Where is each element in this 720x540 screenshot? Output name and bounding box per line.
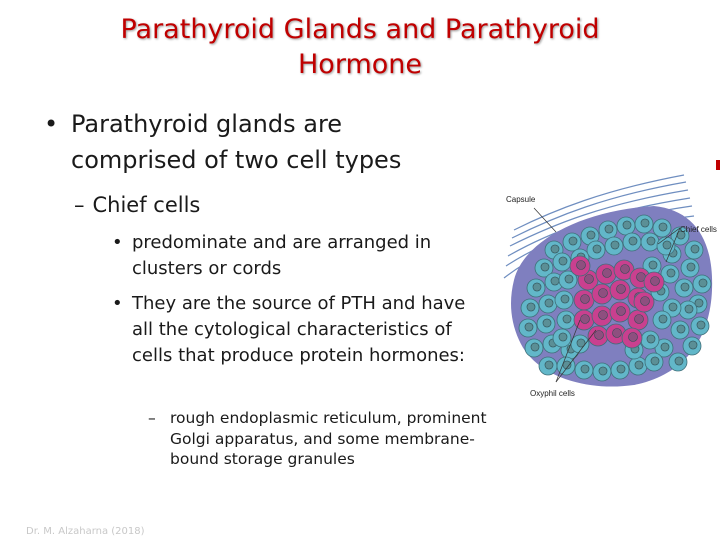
cell-nucleus [646,236,656,246]
cell-nucleus [666,268,676,278]
cell-nucleus [594,330,604,340]
cell-nucleus [610,240,620,250]
sub-heading-text: Chief cells [92,193,201,217]
cell-nucleus [560,294,570,304]
cell-nucleus [602,268,612,278]
cell-nucleus [598,366,608,376]
cell-nucleus [576,338,586,348]
cell-nucleus [616,306,626,316]
cell-nucleus [646,334,656,344]
slide-title: Parathyroid Glands and Parathyroid Hormo… [120,14,600,80]
cell-nucleus [648,260,658,270]
cell-nucleus [640,296,650,306]
cell-nucleus [694,298,704,308]
cell-nucleus [598,288,608,298]
cell-nucleus [640,218,650,228]
cell-nucleus [598,310,608,320]
cell-nucleus [542,318,552,328]
cell-nucleus [674,356,684,366]
cell-nucleus [568,236,578,246]
oxyphil-cells-label: Oxyphil cells [530,389,575,398]
histology-illustration: Capsule Chief cells Oxyphil cells [503,174,717,398]
cell-nucleus [634,314,644,324]
cell-nucleus [558,256,568,266]
cell-nucleus [558,332,568,342]
cell-nucleus [592,244,602,254]
bullet-marker: • [112,232,123,253]
cell-nucleus [616,284,626,294]
cell-nucleus [620,264,630,274]
cell-nucleus [544,298,554,308]
cell-nucleus [562,314,572,324]
cell-nucleus [530,342,540,352]
bullet-text: rough endoplasmic reticulum, prominent G… [170,409,487,468]
cell-nucleus [616,364,626,374]
footer-credit: Dr. M. Alzaharna (2018) [26,526,145,537]
cell-nucleus [584,274,594,284]
cell-nucleus [576,260,586,270]
cell-nucleus [660,342,670,352]
cell-nucleus [684,304,694,314]
bullet-level3: • They are the source of PTH and have al… [112,291,484,369]
bullet-text: They are the source of PTH and have all … [132,293,466,366]
cell-nucleus [650,276,660,286]
cell-nucleus [580,364,590,374]
cell-clusters [518,214,712,382]
cell-nucleus [550,244,560,254]
cell-nucleus [532,282,542,292]
bullet-level3: • predominate and are arranged in cluste… [112,230,484,282]
dash-marker: – [148,409,156,427]
cell-nucleus [688,340,698,350]
leader-lines [533,207,681,383]
cell-nucleus [612,328,622,338]
cell-nucleus [564,274,574,284]
cell-nucleus [550,276,560,286]
cell-nucleus [604,224,614,234]
cell-nucleus [622,220,632,230]
cell-nucleus [690,244,700,254]
cell-nucleus [634,360,644,370]
cell-nucleus [586,230,596,240]
cell-nucleus [698,278,708,288]
cell-nucleus [658,222,668,232]
cell-nucleus [662,240,672,250]
bullet-marker: • [112,293,123,314]
cell-nucleus [526,302,536,312]
cell-nucleus [686,262,696,272]
cell-nucleus [544,360,554,370]
capsule-label: Capsule [506,195,536,204]
bullet-text: Parathyroid glands are comprised of two … [71,110,402,174]
bullet-level4: – rough endoplasmic reticulum, prominent… [148,408,488,470]
cell-nucleus [696,320,706,330]
cell-nucleus [676,324,686,334]
cell-nucleus [580,314,590,324]
cell-nucleus [628,236,638,246]
bullet-level2: –Chief cells [74,190,454,220]
bullet-text: predominate and are arranged in clusters… [132,232,432,279]
cell-nucleus [650,356,660,366]
cell-nucleus [668,302,678,312]
cell-nucleus [524,322,534,332]
chief-cells-label: Chief cells [680,225,717,234]
cell-nucleus [628,332,638,342]
cell-nucleus [540,262,550,272]
cell-nucleus [580,294,590,304]
parathyroid-histology-figure: Capsule Chief cells Oxyphil cells [484,170,720,410]
cell-nucleus [680,282,690,292]
cell-nucleus [658,314,668,324]
bullet-level1: • Parathyroid glands are comprised of tw… [44,106,464,178]
dash-marker: – [74,193,85,217]
bullet-marker: • [44,110,59,138]
